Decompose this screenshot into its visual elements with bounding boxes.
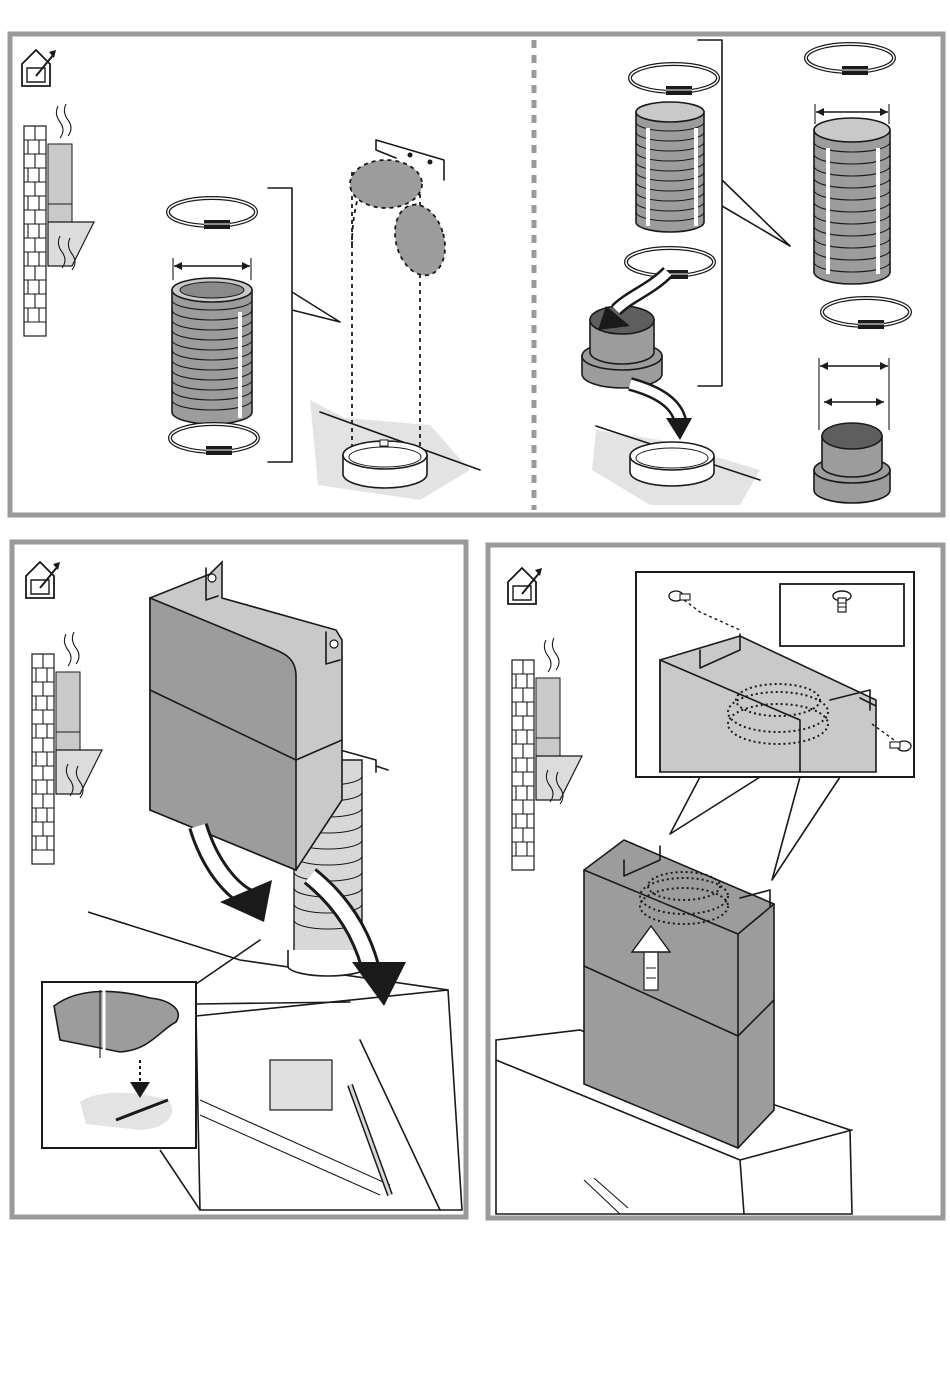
hose-clamp-detail-top bbox=[806, 44, 894, 75]
hose-clamp-top bbox=[168, 198, 256, 229]
flexible-duct bbox=[172, 278, 252, 424]
panel-frame bbox=[10, 34, 943, 515]
panel-upper-chimney-fixing bbox=[488, 545, 943, 1218]
reducer-detail bbox=[814, 423, 890, 503]
outdoor-exhaust-icon bbox=[508, 568, 542, 604]
hose-clamp-bottom bbox=[170, 424, 258, 455]
hose-clamp-detail-bottom bbox=[822, 298, 910, 329]
outdoor-exhaust-icon bbox=[22, 50, 56, 86]
zoom-callout bbox=[636, 572, 914, 880]
lower-chimney bbox=[150, 562, 342, 870]
outdoor-exhaust-icon bbox=[26, 562, 60, 598]
reducer-adapter bbox=[582, 306, 662, 388]
panel-duct-connection bbox=[10, 34, 943, 515]
collar-ring bbox=[343, 440, 427, 488]
hose-clamp-top-right bbox=[630, 64, 718, 95]
diameter-arrow bbox=[173, 258, 251, 280]
wall-hood-icon bbox=[32, 632, 102, 864]
wall-hood-icon bbox=[512, 638, 582, 870]
flexible-duct-right bbox=[636, 102, 704, 232]
diameter-arrow-reducer bbox=[819, 358, 889, 430]
panel-lower-chimney-fitting bbox=[12, 542, 466, 1217]
collar-ring-right bbox=[592, 426, 760, 505]
callout-bracket-right bbox=[698, 40, 790, 386]
arrow-place-on-collar bbox=[666, 418, 692, 440]
wall-hood-icon bbox=[24, 104, 94, 336]
flexible-duct-detail bbox=[814, 118, 890, 284]
